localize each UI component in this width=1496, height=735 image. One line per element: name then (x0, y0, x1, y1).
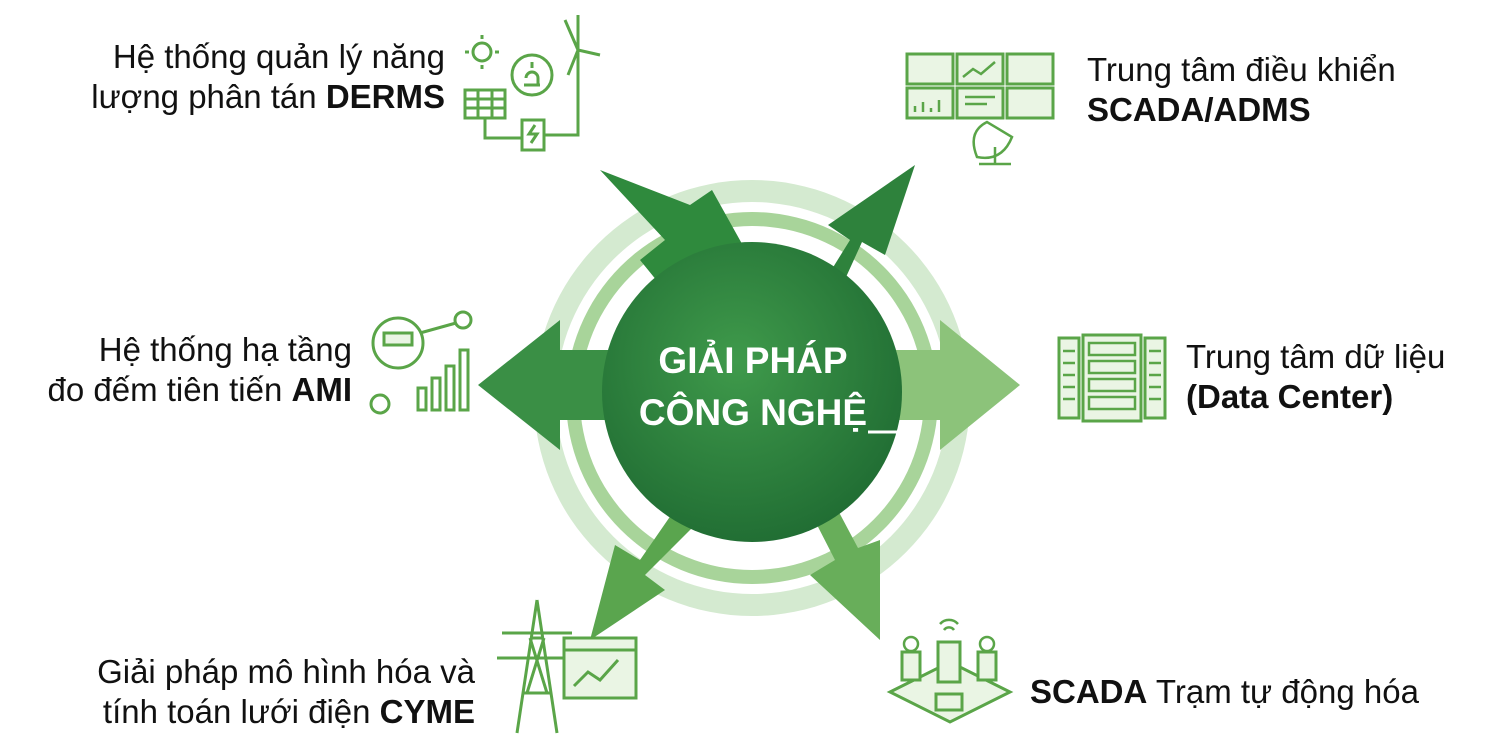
transmission-tower-icon (497, 599, 638, 734)
cyme-label: Giải pháp mô hình hóa và tính toán lưới … (20, 652, 475, 732)
server-rack-icon (1057, 333, 1167, 423)
data-center-line1: Trung tâm dữ liệu (1186, 338, 1446, 375)
smart-meter-icon (369, 310, 473, 415)
scada-substation-rest: Trạm tự động hóa (1147, 673, 1419, 710)
control-center-dashboard-icon (905, 52, 1055, 166)
ami-line2: đo đếm tiên tiến AMI (47, 371, 353, 408)
ami-bold: AMI (291, 371, 353, 408)
data-center-label: Trung tâm dữ liệu (Data Center) (1186, 337, 1445, 417)
data-center-bold: (Data Center) (1186, 378, 1394, 415)
scada-adms-label: Trung tâm điều khiển SCADA/ADMS (1087, 50, 1396, 130)
ami-label: Hệ thống hạ tầng đo đếm tiên tiến AMI (0, 330, 353, 410)
cyme-line1: Giải pháp mô hình hóa và (97, 653, 475, 690)
cyme-bold: CYME (379, 693, 475, 730)
ami-line1: Hệ thống hạ tầng (98, 331, 352, 368)
scada-substation-bold: SCADA (1030, 673, 1148, 710)
scada-adms-line2: SCADA/ADMS (1087, 90, 1396, 130)
substation-robot-icon (886, 618, 1014, 724)
derms-label: Hệ thống quản lý năng lượng phân tán DER… (20, 37, 445, 117)
center-disc (602, 242, 902, 542)
data-center-line2: (Data Center) (1186, 377, 1445, 417)
scada-substation-label: SCADA Trạm tự động hóa (1030, 672, 1419, 712)
renewable-energy-icon (463, 15, 601, 152)
derms-line1: Hệ thống quản lý năng (112, 38, 445, 75)
derms-line2: lượng phân tán DERMS (91, 78, 445, 115)
cyme-line2: tính toán lưới điện CYME (102, 693, 475, 730)
center-title-line2: CÔNG NGHỆ (638, 392, 868, 433)
center-title: GIẢI PHÁP CÔNG NGHỆ (600, 335, 906, 439)
derms-bold: DERMS (325, 78, 445, 115)
center-title-line1: GIẢI PHÁP (658, 340, 848, 381)
scada-adms-line1: Trung tâm điều khiển (1087, 51, 1396, 88)
scada-adms-bold: SCADA/ADMS (1087, 91, 1311, 128)
